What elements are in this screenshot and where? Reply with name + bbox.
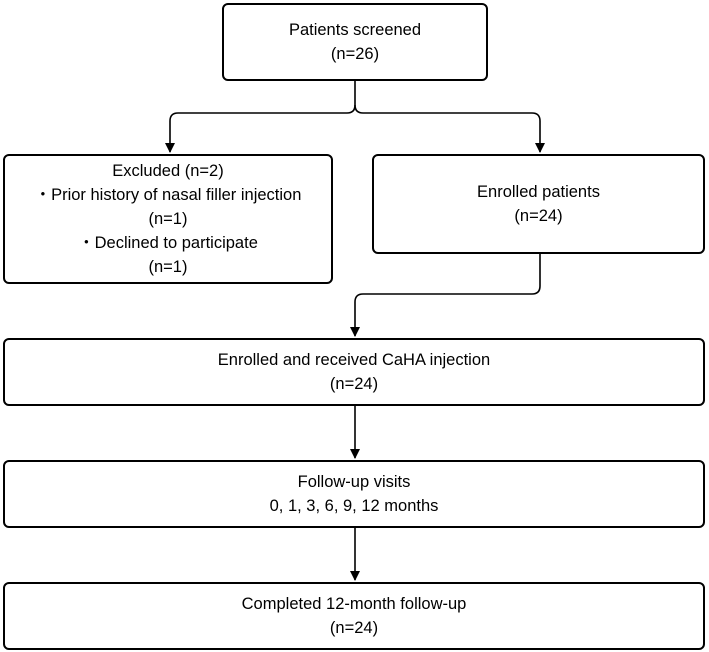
excluded-reason-prior-filler: ・Prior history of nasal filler injection (34, 186, 302, 204)
completed-follow-up-count: (n=24) (329, 619, 379, 637)
patients-screened-box: Patients screened (n=26) (222, 3, 488, 81)
enrolled-patients-box: Enrolled patients (n=24) (372, 154, 705, 254)
completed-follow-up-title: Completed 12-month follow-up (241, 595, 467, 613)
excluded-box: Excluded (n=2) ・Prior history of nasal f… (3, 154, 333, 284)
connector-screened-to-enrolled (354, 104, 545, 153)
excluded-title: Excluded (n=2) (112, 162, 224, 180)
excluded-reason-prior-filler-count: (n=1) (148, 210, 188, 228)
excluded-reason-declined-count: (n=1) (148, 258, 188, 276)
patients-screened-title: Patients screened (288, 21, 422, 39)
completed-follow-up-box: Completed 12-month follow-up (n=24) (3, 582, 705, 650)
received-injection-box: Enrolled and received CaHA injection (n=… (3, 338, 705, 406)
connector-screened-stem (165, 81, 356, 153)
received-injection-count: (n=24) (329, 375, 379, 393)
excluded-reason-declined: ・Declined to participate (78, 234, 258, 252)
enrolled-patients-count: (n=24) (514, 207, 563, 225)
follow-up-visits-title: Follow-up visits (297, 473, 411, 491)
connector-enrolled-to-received (350, 254, 541, 337)
enrolled-patients-title: Enrolled patients (477, 183, 600, 201)
received-injection-title: Enrolled and received CaHA injection (217, 351, 491, 369)
patients-screened-count: (n=26) (330, 45, 380, 63)
follow-up-visits-schedule: 0, 1, 3, 6, 9, 12 months (269, 497, 439, 515)
follow-up-visits-box: Follow-up visits 0, 1, 3, 6, 9, 12 month… (3, 460, 705, 528)
